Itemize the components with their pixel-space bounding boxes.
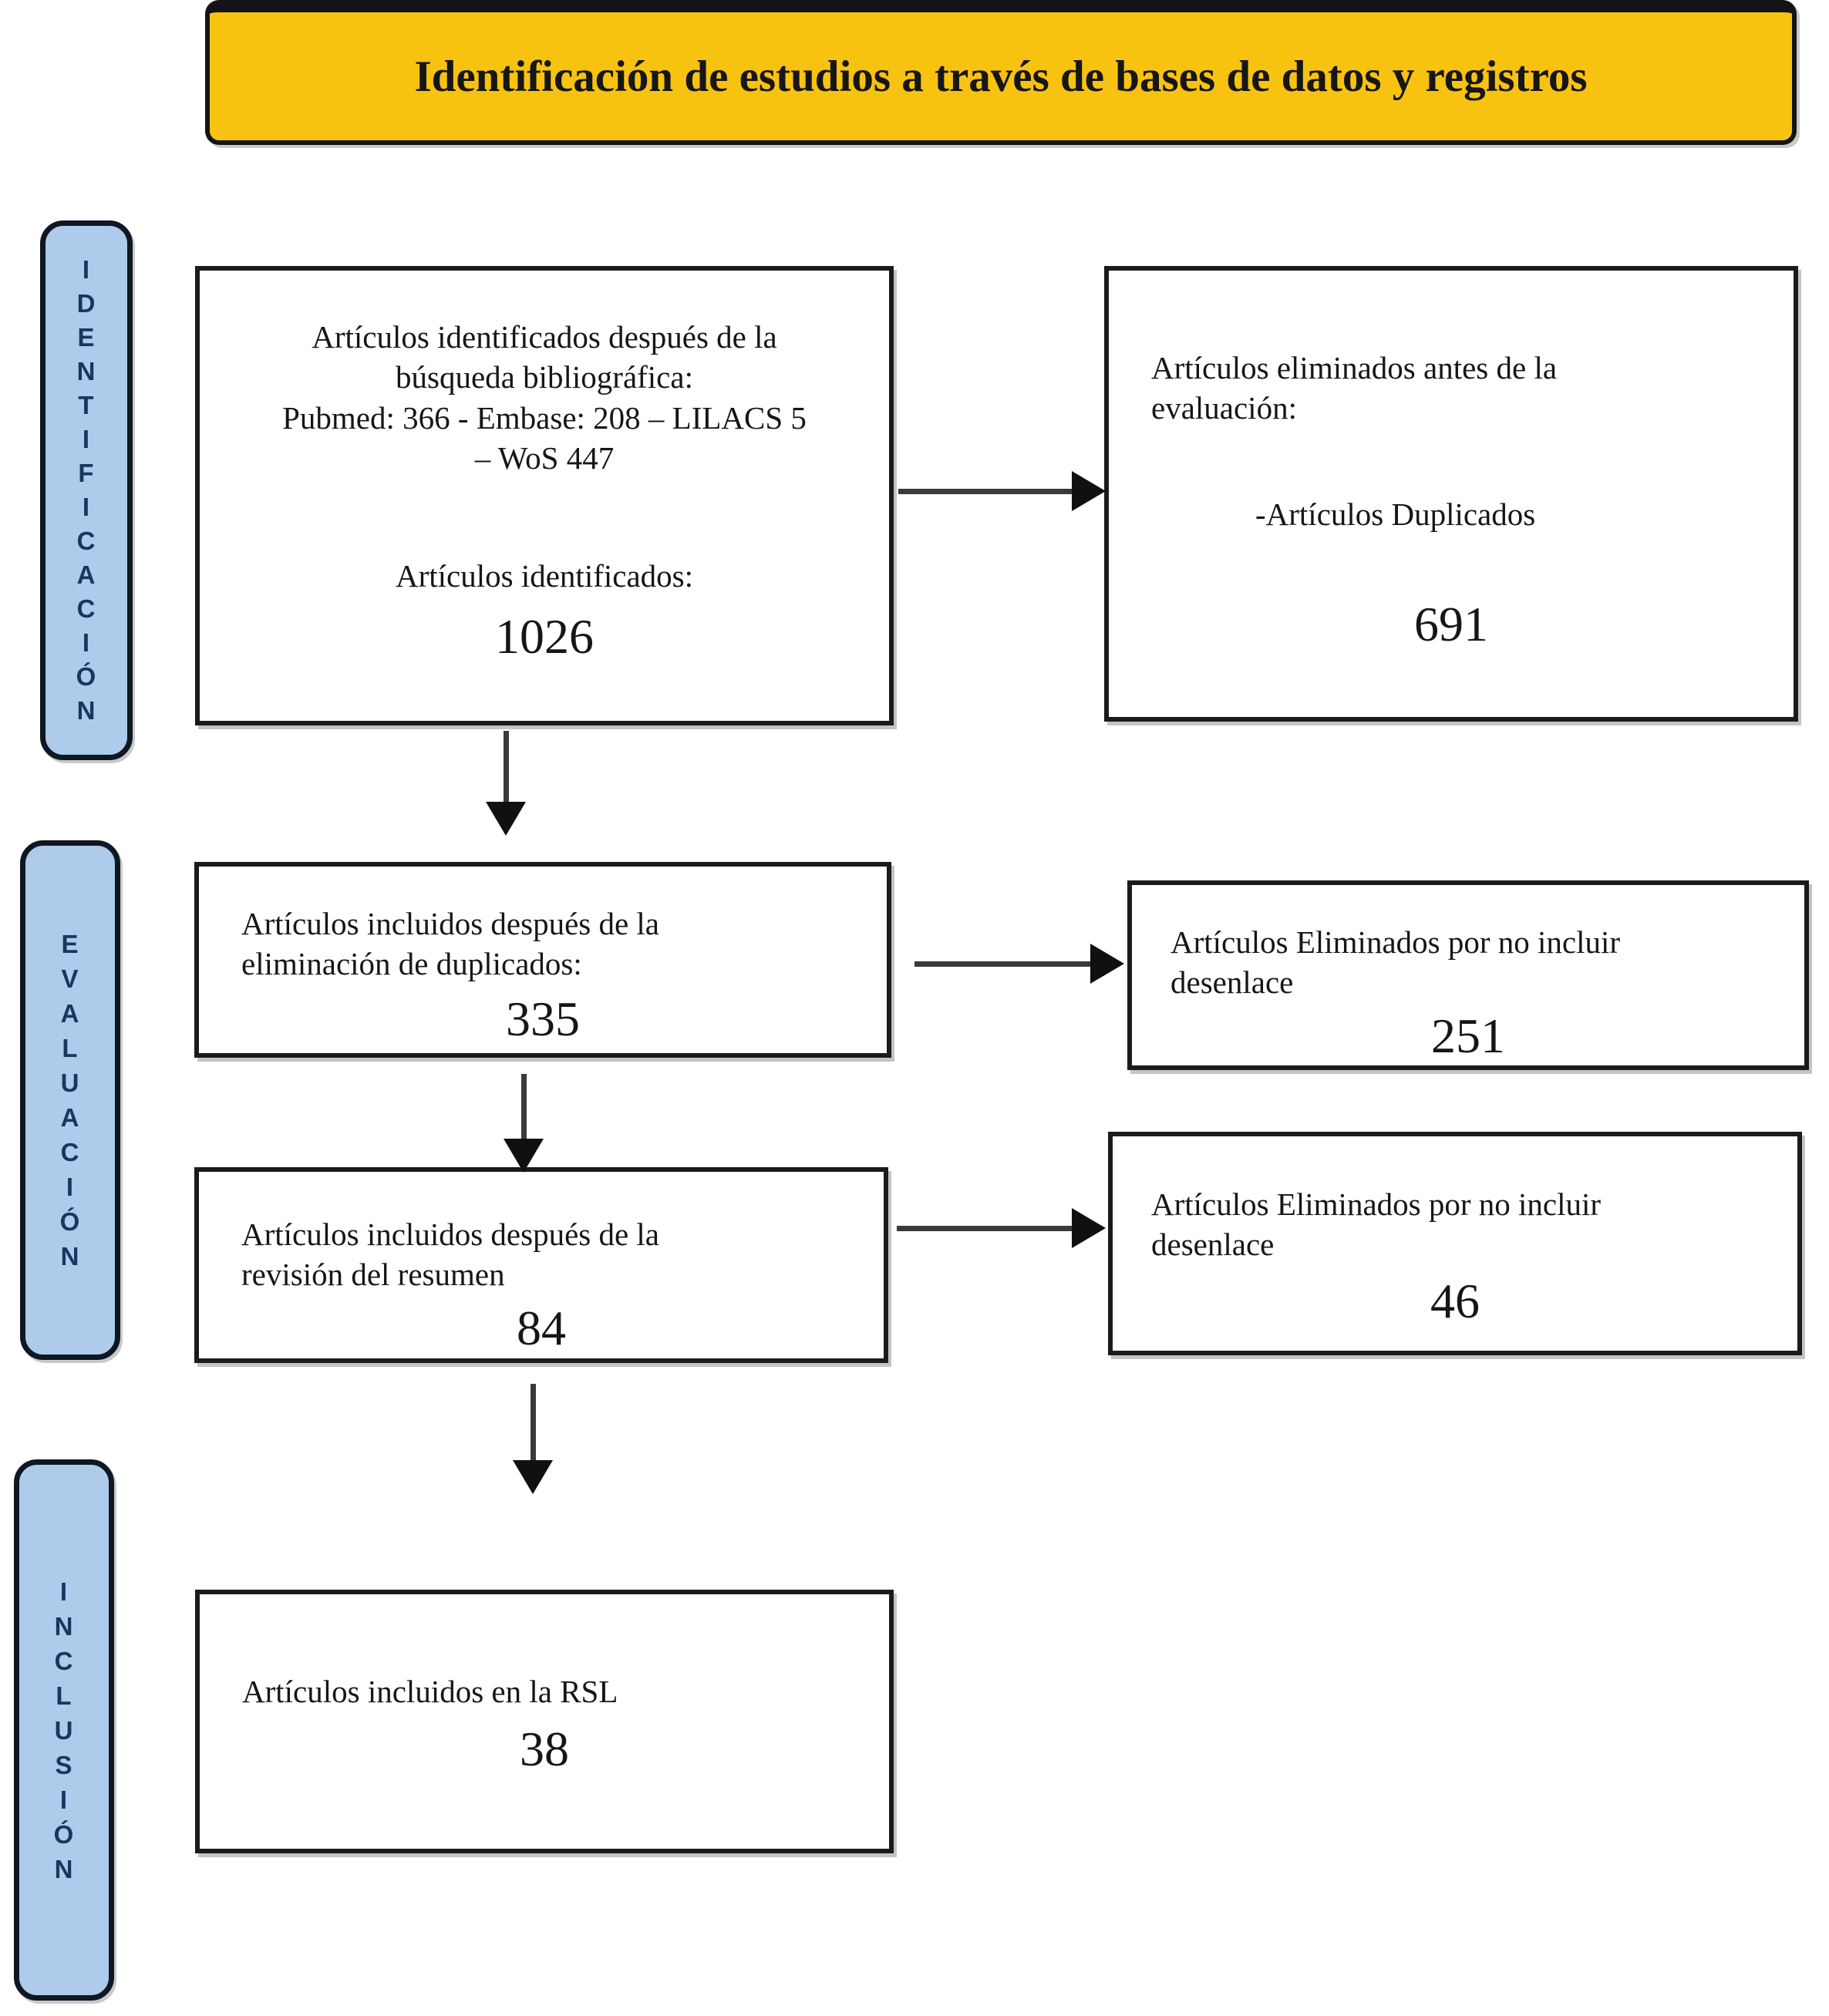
box-included-after-abstract-text: Artículos incluidos después de la revisi… — [241, 1217, 660, 1293]
arrow-abstract-to-rsl-line — [531, 1384, 536, 1462]
arrow-identified-to-removed-head — [1072, 471, 1106, 511]
box-removed-no-outcome-1-value: 251 — [1431, 1008, 1505, 1063]
arrow-dedup-to-abstract-line — [521, 1074, 527, 1142]
title-banner: Identificación de estudios a través de b… — [205, 0, 1797, 145]
stage-label-identificacion-text: I D E N T I F I C A C I Ó N — [76, 255, 97, 725]
box-included-after-abstract: Artículos incluidos después de la revisi… — [194, 1167, 888, 1363]
box-included-after-dedup-text: Artículos incluidos después de la elimin… — [241, 906, 660, 982]
box-removed-no-outcome-2-value: 46 — [1430, 1273, 1480, 1328]
arrow-abstract-to-removed2-line — [897, 1226, 1076, 1231]
stage-label-evaluacion: E V A L U A C I Ó N — [20, 840, 120, 1360]
arrow-abstract-to-rsl-head — [513, 1460, 553, 1494]
box-removed-before-evaluation-value: 691 — [1414, 597, 1488, 652]
box-removed-no-outcome-2-text: Artículos Eliminados por no incluir dese… — [1151, 1186, 1602, 1263]
box-removed-before-evaluation: Artículos eliminados antes de la evaluac… — [1104, 266, 1798, 722]
stage-label-evaluacion-text: E V A L U A C I Ó N — [59, 930, 81, 1271]
box-removed-no-outcome-1: Artículos Eliminados por no incluir dese… — [1127, 880, 1809, 1070]
arrow-dedup-to-removed1-head — [1090, 944, 1124, 984]
box-included-rsl: Artículos incluidos en la RSL 38 — [195, 1590, 894, 1853]
arrow-dedup-to-removed1-line — [914, 961, 1093, 967]
stage-label-identificacion: I D E N T I F I C A C I Ó N — [40, 220, 133, 760]
arrow-abstract-to-removed2-head — [1072, 1208, 1106, 1248]
diagram-title: Identificación de estudios a través de b… — [414, 52, 1588, 101]
box-removed-before-evaluation-sub: -Artículos Duplicados — [1255, 496, 1536, 532]
box-included-after-dedup: Artículos incluidos después de la elimin… — [194, 862, 891, 1058]
box-articles-identified-value: 1026 — [495, 609, 594, 665]
box-included-after-dedup-value: 335 — [506, 991, 580, 1046]
stage-label-inclusion: I N C L U S I Ó N — [14, 1459, 114, 2001]
box-articles-identified-text: Artículos identificados después de la bú… — [282, 319, 807, 476]
box-articles-identified-label: Artículos identificados: — [396, 557, 693, 594]
box-removed-no-outcome-1-text: Artículos Eliminados por no incluir dese… — [1170, 924, 1621, 1001]
box-articles-identified: Artículos identificados después de la bú… — [195, 266, 894, 725]
stage-label-inclusion-text: I N C L U S I Ó N — [53, 1577, 75, 1883]
box-included-rsl-value: 38 — [520, 1722, 569, 1777]
box-removed-before-evaluation-text: Artículos eliminados antes de la evaluac… — [1151, 350, 1558, 426]
box-included-rsl-text: Artículos incluidos en la RSL — [242, 1674, 618, 1709]
arrow-identified-to-removed-line — [898, 489, 1077, 494]
arrow-dedup-to-abstract-head — [504, 1139, 544, 1173]
arrow-identified-to-dedup-head — [486, 802, 526, 836]
arrow-identified-to-dedup-line — [504, 731, 509, 806]
box-removed-no-outcome-2: Artículos Eliminados por no incluir dese… — [1108, 1132, 1802, 1355]
box-included-after-abstract-value: 84 — [517, 1300, 566, 1355]
